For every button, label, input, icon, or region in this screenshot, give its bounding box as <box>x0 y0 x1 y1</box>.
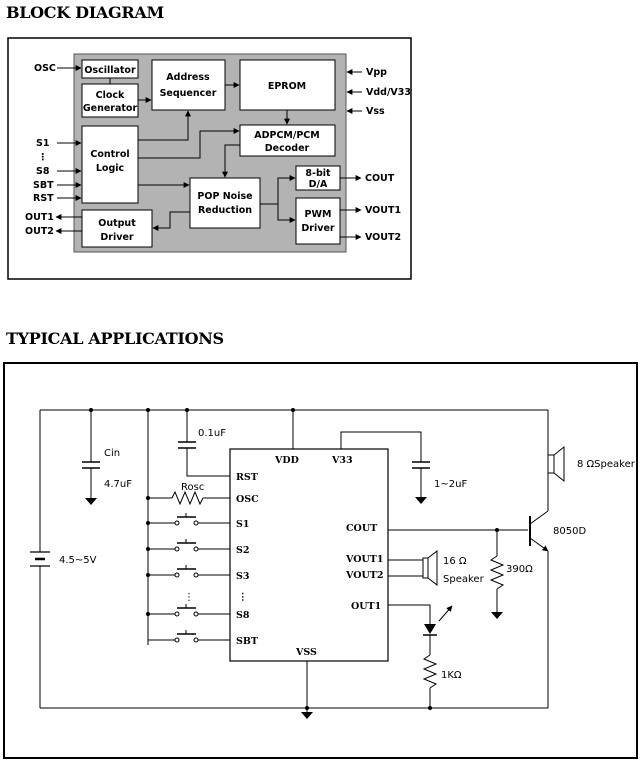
speaker-8-label: 8 ΩSpeaker <box>577 459 636 470</box>
clock-label-2: Generator <box>83 103 138 114</box>
da-block: 8-bit D/A <box>295 165 341 191</box>
capacitor-v33: 1~2uF <box>340 431 467 504</box>
switches: ⋮ <box>148 513 230 643</box>
eprom-label: EPROM <box>268 81 306 92</box>
da-label-1: 8-bit <box>305 168 331 179</box>
address-sequencer-block: Address Sequencer <box>151 59 226 111</box>
output-label-2: Driver <box>100 232 133 243</box>
ic-pin-out1: OUT1 <box>351 601 381 612</box>
pwm-label-1: PWM <box>305 209 332 220</box>
ic-pin-vss: VSS <box>295 647 317 658</box>
block-right-pins: Vpp Vdd/V33 Vss COUT VOUT1 VOUT2 <box>340 67 411 243</box>
pin-s8: S8 <box>36 166 50 177</box>
ic-pin-dots: ⋮ <box>238 592 248 603</box>
r1k-label: 1KΩ <box>441 670 462 681</box>
ic-pin-rst: RST <box>236 472 258 483</box>
pop-noise-block: POP Noise Reduction <box>189 177 261 229</box>
clock-label-1: Clock <box>96 90 125 101</box>
resistor-390: 390Ω <box>388 528 533 619</box>
oscillator-label: Oscillator <box>84 65 136 76</box>
application-circuit: 4.5~5V Cin 4.7uF 0.1uF Rosc <box>3 362 638 759</box>
capacitor-rst: 0.1uF <box>178 410 230 477</box>
da-label-2: D/A <box>309 179 328 190</box>
transistor-label: 8050D <box>553 526 586 537</box>
cap-top-label: 0.1uF <box>198 428 226 439</box>
block-diagram-frame <box>7 37 412 280</box>
control-logic-block: Control Logic <box>81 125 139 204</box>
switch-dots: ⋮ <box>184 592 194 603</box>
ic-chip: RST OSC S1 S2 S3 ⋮ S8 SBT VDD V33 VSS CO… <box>229 448 389 662</box>
pin-osc: OSC <box>34 63 56 74</box>
rosc-label: Rosc <box>181 482 204 493</box>
junction-dots <box>89 408 432 710</box>
block-internal-wires <box>109 78 296 231</box>
output-label-1: Output <box>98 218 136 229</box>
pin-s1: S1 <box>36 138 49 149</box>
ic-pin-sbt: SBT <box>236 636 258 647</box>
switch-s8 <box>148 604 230 617</box>
control-label-2: Logic <box>96 163 124 174</box>
eprom-block: EPROM <box>239 59 336 111</box>
pop-label-1: POP Noise <box>197 191 252 202</box>
adpcm-label-2: Decoder <box>265 143 310 154</box>
transistor-8050d: 8050D <box>529 510 586 552</box>
ic-pin-s2: S2 <box>236 545 249 556</box>
led-and-1k: 1KΩ <box>388 604 462 708</box>
block-diagram-title: BLOCK DIAGRAM <box>6 3 164 22</box>
ic-pin-cout: COUT <box>346 523 377 534</box>
ic-pin-s8: S8 <box>236 610 250 621</box>
address-label-2: Sequencer <box>160 88 217 99</box>
cin-value: 4.7uF <box>104 479 132 490</box>
pin-vdd: Vdd/V33 <box>366 87 411 98</box>
pin-vout2: VOUT2 <box>365 232 401 243</box>
output-driver-block: Output Driver <box>81 209 153 248</box>
speaker-16-value: 16 Ω <box>443 556 467 567</box>
pwm-label-2: Driver <box>301 223 334 234</box>
ic-pin-s1: S1 <box>236 519 249 530</box>
application-frame <box>3 362 638 759</box>
ic-pin-vdd: VDD <box>274 455 299 466</box>
ic-pin-vout1: VOUT1 <box>345 554 383 565</box>
pin-rst: RST <box>33 193 54 204</box>
resistor-rosc: Rosc <box>148 482 230 506</box>
switch-s1 <box>148 513 230 526</box>
speaker-16-label: Speaker <box>443 574 485 585</box>
switch-s2 <box>148 539 230 552</box>
pin-dots: ⋮ <box>38 152 48 163</box>
oscillator-block: Oscillator <box>81 59 139 79</box>
clock-generator-block: Clock Generator <box>81 83 139 118</box>
pin-cout: COUT <box>365 173 395 184</box>
switch-sbt <box>148 630 230 643</box>
pin-vout1: VOUT1 <box>365 205 401 216</box>
block-diagram: Oscillator Clock Generator Address Seque… <box>7 37 412 280</box>
ic-pin-vout2: VOUT2 <box>345 570 383 581</box>
adpcm-decoder-block: ADPCM/PCM Decoder <box>239 124 336 157</box>
switch-s3 <box>148 565 230 578</box>
pin-vpp: Vpp <box>366 67 387 78</box>
ic-pin-osc: OSC <box>236 494 259 505</box>
address-label-1: Address <box>166 72 210 83</box>
pin-vss: Vss <box>366 106 385 117</box>
speaker-16ohm: 16 Ω Speaker <box>388 549 485 587</box>
capacitor-cin: Cin 4.7uF <box>82 410 132 505</box>
speaker-8ohm: 8 ΩSpeaker <box>547 445 636 483</box>
battery-label: 4.5~5V <box>59 555 97 566</box>
ic-pin-s3: S3 <box>236 571 249 582</box>
pin-sbt: SBT <box>33 180 54 191</box>
pin-out1: OUT1 <box>25 212 54 223</box>
cap-v33-label: 1~2uF <box>434 479 467 490</box>
pwm-driver-block: PWM Driver <box>295 197 341 245</box>
control-label-1: Control <box>90 149 129 160</box>
typical-applications-title: TYPICAL APPLICATIONS <box>6 329 224 348</box>
cin-label: Cin <box>104 448 120 459</box>
block-left-pins: OSC S1 ⋮ S8 SBT RST OUT1 OUT2 <box>25 63 82 237</box>
vss-ground <box>301 661 313 719</box>
ic-pin-v33: V33 <box>331 455 353 466</box>
r390-label: 390Ω <box>506 564 533 575</box>
pin-out2: OUT2 <box>25 226 54 237</box>
battery: 4.5~5V <box>30 410 97 708</box>
adpcm-label-1: ADPCM/PCM <box>254 130 319 141</box>
pop-label-2: Reduction <box>198 205 252 216</box>
